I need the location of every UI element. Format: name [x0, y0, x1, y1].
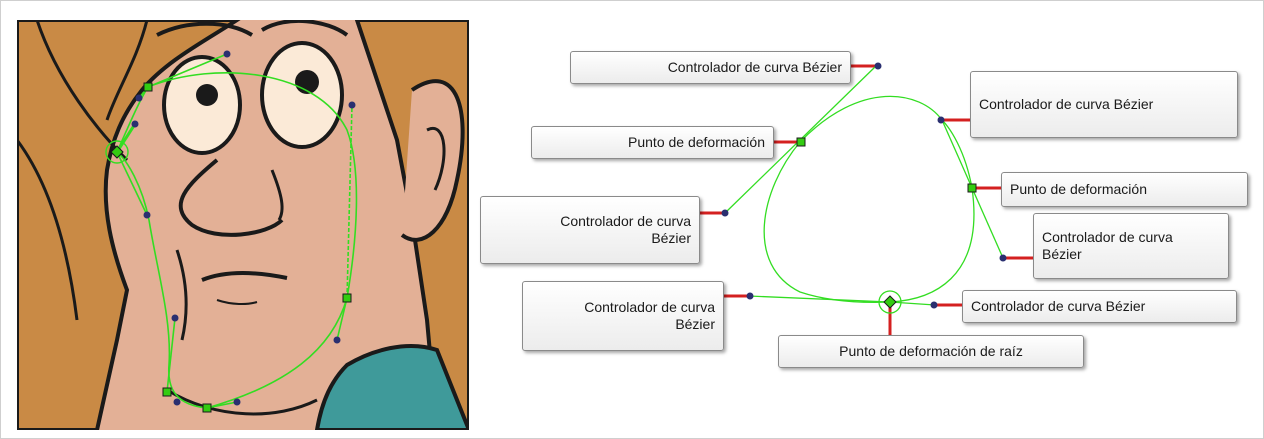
- nose-side: [270, 169, 284, 221]
- bezier-dot-left-low: [746, 292, 754, 300]
- handle-line-6: [336, 297, 348, 341]
- handle-line-7: [166, 317, 176, 393]
- bezier-handle-dot: [233, 398, 241, 406]
- bezier-handle-dot: [348, 101, 356, 109]
- callout-bezier-top: Controlador de curva Bézier: [570, 51, 851, 84]
- callout-label: Punto de deformación: [1010, 181, 1147, 197]
- bezier-handle-dot: [173, 398, 181, 406]
- callout-root-deform: Punto de deformación de raíz: [778, 335, 1084, 368]
- callout-label: Controlador de curva Bézier: [667, 59, 842, 75]
- callout-deform-right: Punto de deformación: [1001, 172, 1248, 207]
- hair-strand-2: [17, 139, 79, 321]
- handle-line-bottom-right: [889, 301, 936, 306]
- callout-label: Controlador de curva Bézier: [971, 298, 1146, 314]
- right-eye: [260, 41, 344, 149]
- deform-point: [342, 293, 352, 303]
- callout-label: Controlador de curva Bézier: [560, 213, 691, 246]
- callout-bezier-right-mid: Controlador de curva Bézier: [1033, 213, 1229, 279]
- deformation-loop: [763, 95, 975, 303]
- nose: [178, 158, 284, 237]
- bezier-handle-dot: [143, 211, 151, 219]
- mouth: [201, 271, 288, 282]
- handle-line-3: [115, 123, 137, 153]
- deform-point-right: [967, 183, 977, 193]
- left-eye: [162, 55, 242, 155]
- handle-line-1: [147, 53, 228, 88]
- callout-bezier-left-low: Controlador de curva Bézier: [522, 281, 724, 351]
- bezier-handle-dot: [333, 336, 341, 344]
- cheek-line: [175, 249, 188, 341]
- character-illustration-svg: [17, 20, 469, 430]
- root-deform-ring: [105, 140, 129, 164]
- handle-line-bottom-left: [748, 295, 891, 303]
- character-illustration: [17, 20, 469, 430]
- callout-label: Controlador de curva Bézier: [979, 96, 1154, 112]
- leader-lines: [700, 64, 1033, 335]
- ear: [400, 79, 465, 242]
- handle-line-5: [346, 104, 353, 299]
- lip-line: [216, 299, 258, 306]
- callout-label: Controlador de curva Bézier: [1042, 229, 1173, 262]
- left-eyebrow: [156, 21, 254, 37]
- ear-inner-line: [426, 126, 446, 191]
- callout-label: Punto de deformación de raíz: [839, 343, 1023, 359]
- bezier-handle-dot: [135, 94, 143, 102]
- callout-deform-left: Punto de deformación: [531, 126, 774, 159]
- bezier-handle-dot: [223, 50, 231, 58]
- deform-point-left: [796, 137, 806, 147]
- callout-bezier-right-top: Controlador de curva Bézier: [970, 71, 1238, 138]
- bezier-dot-left-mid: [721, 209, 729, 217]
- root-deform-point: [883, 295, 897, 309]
- deformation-overlay: [105, 50, 358, 413]
- left-pupil: [196, 84, 218, 106]
- hair-strand-3: [105, 20, 149, 121]
- bezier-dot-right-low: [930, 301, 938, 309]
- right-eyebrow: [260, 20, 349, 37]
- bezier-dot-right-top: [937, 116, 945, 124]
- bezier-handle-dot: [131, 120, 139, 128]
- callout-label: Punto de deformación: [628, 134, 765, 150]
- deform-point: [162, 387, 172, 397]
- deform-point: [202, 403, 212, 413]
- chin-line: [166, 388, 318, 416]
- shirt: [314, 343, 469, 430]
- bezier-handle-dot: [171, 314, 179, 322]
- bezier-dot-right-mid: [999, 254, 1007, 262]
- callout-bezier-left-mid: Controlador de curva Bézier: [480, 196, 700, 264]
- bezier-dot-top: [874, 62, 882, 70]
- callout-label: Controlador de curva Bézier: [584, 299, 715, 332]
- handle-line-8: [206, 401, 238, 409]
- deformation-diagram: [700, 62, 1033, 335]
- callout-bezier-right-low: Controlador de curva Bézier: [962, 290, 1237, 323]
- deform-point: [143, 82, 153, 92]
- root-deform-point: [110, 145, 124, 159]
- root-deform-ring: [878, 290, 902, 314]
